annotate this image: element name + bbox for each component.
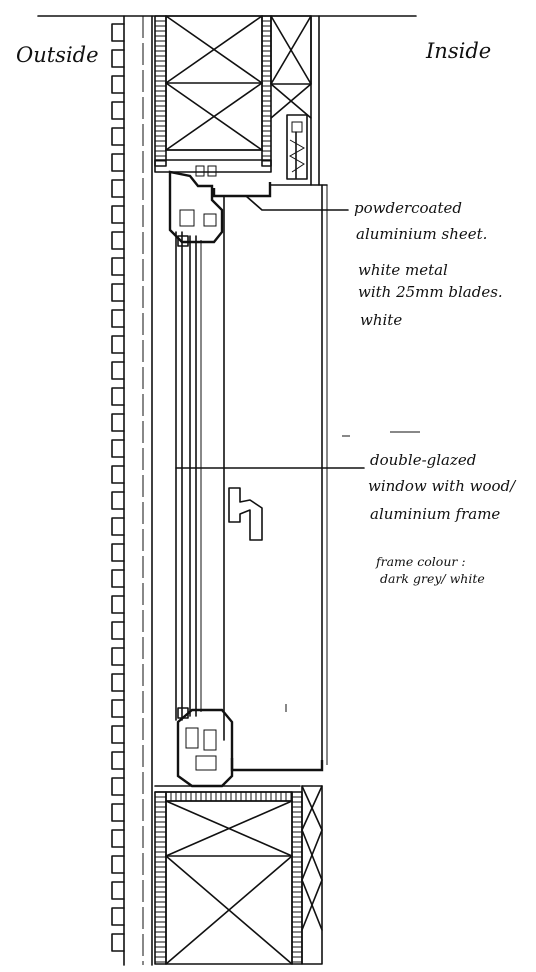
annotation-leader-lines — [175, 195, 420, 712]
cladding-layers — [142, 15, 153, 966]
inside-stud-and-blind-head — [270, 15, 320, 186]
window-note-line2: window with wood/ — [368, 477, 516, 495]
colour-note-line1: frame colour : — [376, 554, 466, 569]
lower-brick-wall — [154, 791, 303, 965]
window-head-frame — [154, 159, 272, 741]
sheet-note-line1: powdercoated — [354, 199, 463, 217]
lower-inside-stud — [301, 785, 323, 965]
outside-cladding-battens — [111, 15, 125, 966]
blinds-note-line1: white metal — [358, 261, 448, 279]
window-handle — [228, 487, 263, 541]
window-note-line1: double-glazed — [370, 451, 477, 469]
outside-label: Outside — [16, 43, 99, 67]
sheet-note-line2: aluminium sheet. — [356, 225, 488, 243]
upper-insulation-blocks — [165, 15, 263, 151]
inside-label: Inside — [426, 39, 492, 63]
lower-insulation-blocks — [165, 800, 293, 965]
window-sill-frame — [154, 708, 324, 793]
window-note-line3: aluminium frame — [370, 505, 501, 523]
blinds-note-line3: white — [360, 311, 403, 329]
colour-note-line2: dark grey/ white — [380, 571, 485, 586]
double-glazing — [175, 231, 202, 721]
inside-wall-lining — [270, 184, 328, 766]
blinds-note-line2: with 25mm blades. — [358, 283, 503, 301]
